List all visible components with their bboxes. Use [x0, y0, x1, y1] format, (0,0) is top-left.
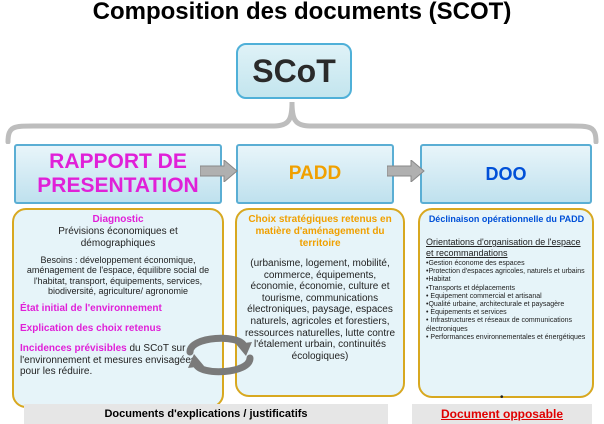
choix-title: Choix stratégiques retenus en matière d'…	[248, 214, 392, 249]
incidences-text: du SCoT sur l'environnement et mesures e…	[20, 342, 196, 378]
diagnostic-text: Prévisions économiques et démographiques	[58, 226, 178, 249]
footer-left: Documents d'explications / justificatifs	[24, 404, 388, 424]
explication-choix: Explication des choix retenus	[20, 322, 162, 334]
doo-item: •Transports et déplacements	[426, 284, 515, 292]
orientations: Orientations d'organisation de l'espace …	[426, 237, 581, 258]
arrow-right-icon	[387, 160, 425, 182]
rapport-header: RAPPORT DE PRESENTATION	[14, 144, 222, 204]
doo-item: •Qualité urbaine, architecturale et pays…	[426, 301, 565, 309]
padd-panel: Choix stratégiques retenus en matière d'…	[235, 208, 405, 397]
doo-item: • Performances environnementales et éner…	[426, 333, 586, 341]
besoins-text: Besoins : développement économique, amén…	[26, 255, 210, 297]
declinaison: Déclinaison opérationnelle du PADD	[428, 214, 585, 224]
doo-item: •Habitat	[426, 276, 451, 284]
page-title: Composition des documents (SCOT)	[92, 0, 512, 25]
cycle-arrows-icon	[186, 334, 254, 376]
doo-bullet: •	[500, 392, 504, 403]
doo-item: • Equipements et services	[426, 309, 507, 317]
etat-initial: État initial de l'environnement	[20, 302, 162, 314]
doo-item: • Infrastructures et réseaux de communic…	[426, 317, 573, 333]
grouping-brace	[5, 101, 599, 144]
footer-right: Document opposable	[412, 404, 592, 424]
doo-item: •Protection d'espaces agricoles, naturel…	[426, 268, 585, 276]
doo-item: •Gestion économe des espaces	[426, 260, 525, 267]
incidences-title: Incidences prévisibles	[20, 342, 127, 354]
scot-box: SCoT	[236, 43, 352, 99]
doo-header: DOO	[420, 144, 592, 204]
doo-item: • Equipement commercial et artisanal	[426, 292, 542, 300]
padd-themes: (urbanisme, logement, mobilité, commerce…	[244, 258, 396, 362]
doo-panel: Déclinaison opérationnelle du PADD Orien…	[418, 208, 594, 398]
incidences: Incidences prévisibles du SCoT sur l'env…	[20, 343, 216, 378]
arrow-right-icon	[200, 160, 238, 182]
rapport-panel: Diagnostic Prévisions économiques et dém…	[12, 208, 224, 408]
diagnostic-title: Diagnostic	[92, 214, 144, 225]
padd-header: PADD	[236, 144, 394, 204]
